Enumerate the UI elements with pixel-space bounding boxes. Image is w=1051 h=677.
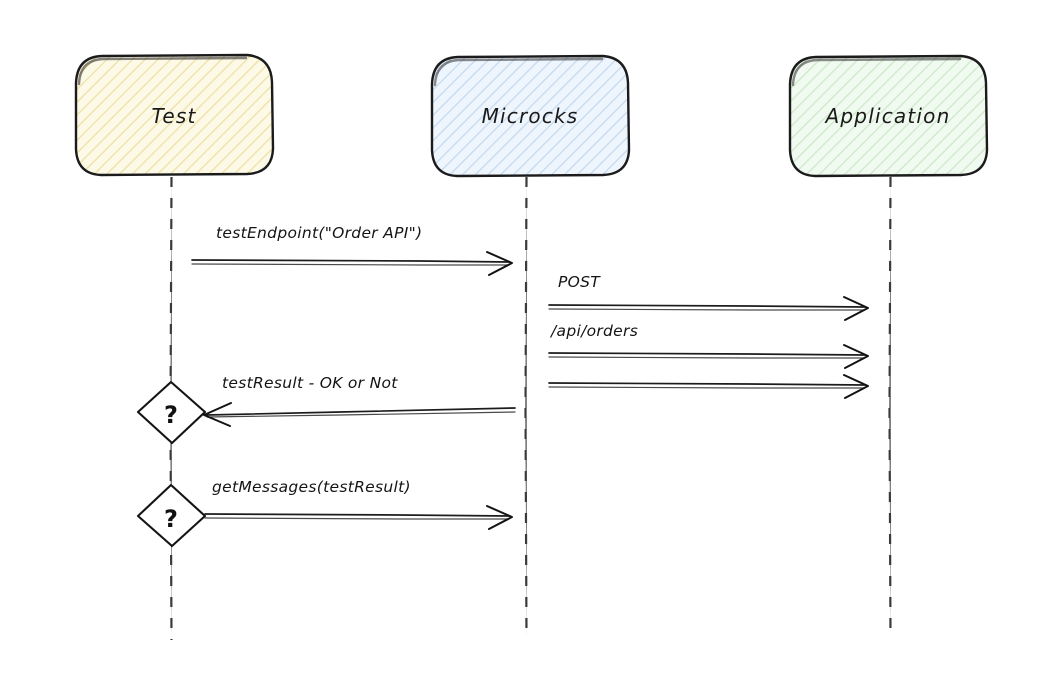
decision-label-1: ? [164,401,178,429]
decision-node-get-messages[interactable]: ? [136,483,207,548]
message-label-test-endpoint: testEndpoint("Order API") [216,224,422,242]
message-api-orders[interactable]: /api/orders [548,322,869,369]
microcks-box-outline-sketch [433,57,604,87]
lifeline-microcks [524,176,528,639]
participant-application[interactable]: Application [788,54,989,178]
decision-label-2: ? [164,505,178,533]
lifelines-group [169,176,892,641]
participant-label-application: Application [824,104,951,128]
participant-label-microcks: Microcks [482,104,579,128]
participant-label-test: Test [151,104,196,128]
application-box-hatch [790,56,987,176]
message-test-endpoint[interactable]: testEndpoint("Order API") [191,224,513,276]
participant-test[interactable]: Test [74,53,275,177]
microcks-box-hatch [432,56,629,176]
test-box-hatch [76,55,273,175]
message-test-result[interactable]: testResult - OK or Not [203,374,516,427]
message-label-api-orders: /api/orders [549,322,638,340]
participant-microcks[interactable]: Microcks [430,54,631,178]
decision-diamond-2-shape [136,483,207,548]
message-label-get-messages: getMessages(testResult) [212,478,411,496]
test-box-outline [74,53,275,177]
message-label-post: POST [558,273,601,291]
decision-node-test-result[interactable]: ? [136,380,207,445]
microcks-box-outline [430,54,631,178]
application-box-outline-sketch [791,57,962,87]
decision-diamond-1-shape [136,380,207,445]
message-post[interactable]: POST [548,273,869,321]
message-label-test-result: testResult - OK or Not [222,374,398,392]
application-box-outline [788,54,989,178]
test-box-outline-sketch [77,56,248,86]
message-get-messages[interactable]: getMessages(testResult) [204,478,513,530]
lifeline-application [888,176,892,637]
message-unlabeled[interactable] [548,374,869,399]
